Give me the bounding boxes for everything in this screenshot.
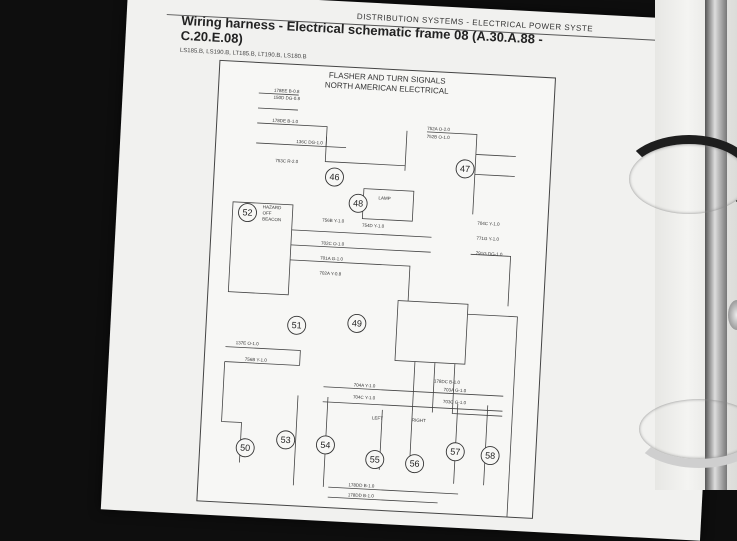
wire-label: 178EE B-0.8 bbox=[274, 88, 300, 94]
component-marker bbox=[325, 167, 344, 187]
wire-label: 137E O-1.0 bbox=[236, 340, 260, 346]
component-marker bbox=[276, 430, 296, 450]
component-marker bbox=[287, 315, 307, 335]
wire-label: 704C Y-1.0 bbox=[477, 221, 500, 227]
component-marker bbox=[445, 442, 465, 462]
component-marker bbox=[235, 438, 255, 458]
wire-label: 752B O-1.0 bbox=[427, 134, 451, 140]
wire-label: 703C G-1.0 bbox=[443, 399, 467, 405]
component-number: 48 bbox=[353, 198, 364, 209]
wire-label: 756B Y-1.0 bbox=[245, 357, 268, 363]
schematic-label: LEFT bbox=[372, 415, 383, 421]
wire-label: 771G Y-1.0 bbox=[476, 236, 499, 242]
binder-ring-top bbox=[620, 135, 737, 223]
wire-label: 702A Y-0.8 bbox=[319, 270, 342, 276]
component-marker bbox=[365, 450, 385, 470]
component-number: 55 bbox=[370, 454, 381, 465]
wire-label: 704C Y-1.0 bbox=[353, 394, 376, 400]
component-marker bbox=[455, 159, 475, 179]
wire-label: 702C O-1.0 bbox=[321, 240, 345, 246]
schematic-label: RIGHT bbox=[412, 417, 426, 423]
component-number: 54 bbox=[320, 440, 331, 451]
component-marker bbox=[347, 313, 367, 333]
model-list: LS185.B, LS190.B, LT185.B, LT190.B, LS18… bbox=[179, 47, 307, 61]
schematic-label: HAZARD bbox=[263, 204, 282, 210]
component-number: 52 bbox=[242, 207, 253, 218]
component-marker bbox=[480, 446, 500, 466]
wire-label: 178DC B-1.0 bbox=[434, 379, 461, 385]
component-marker bbox=[348, 193, 368, 213]
wire-label: 753C R-2.0 bbox=[275, 158, 299, 164]
schematic-label: LAMP bbox=[378, 195, 391, 201]
component-number: 46 bbox=[329, 172, 340, 183]
component-number: 58 bbox=[485, 450, 496, 461]
wire-label: 791G DG-1.0 bbox=[476, 251, 503, 257]
component-number: 53 bbox=[280, 435, 291, 446]
component-number: 56 bbox=[409, 458, 420, 469]
wire-label: 756B Y-1.0 bbox=[322, 217, 345, 223]
wire-label: 703A G-1.0 bbox=[443, 387, 466, 393]
component-number: 57 bbox=[450, 447, 461, 458]
component-number: 50 bbox=[240, 443, 251, 454]
wire-label: 178DD B-1.0 bbox=[348, 482, 375, 488]
manual-page: DISTRIBUTION SYSTEMS - ELECTRICAL POWER … bbox=[100, 0, 728, 541]
wire-label: 136C DG-1.0 bbox=[296, 139, 323, 145]
component-number: 49 bbox=[352, 318, 363, 329]
binder-ring-bottom bbox=[630, 390, 737, 468]
component-marker bbox=[238, 203, 257, 223]
schematic-label: BEACON bbox=[262, 216, 281, 222]
wire-label: 754D Y-1.0 bbox=[362, 223, 385, 229]
binder-ring-bar bbox=[705, 0, 727, 490]
component-marker bbox=[405, 454, 425, 474]
wire-label: 178DD B-1.0 bbox=[348, 492, 375, 498]
wire-label: 150D DG-0.8 bbox=[273, 95, 300, 101]
wire-label: 701A G-1.0 bbox=[320, 255, 343, 261]
binder-rivet bbox=[728, 300, 737, 330]
component-number: 47 bbox=[460, 164, 471, 175]
schematic-frame: FLASHER AND TURN SIGNALS NORTH AMERICAN … bbox=[196, 59, 557, 519]
wire-label: 178DE B-1.0 bbox=[272, 118, 298, 124]
component-marker bbox=[316, 435, 335, 455]
wire-label: 704A Y-1.0 bbox=[354, 382, 377, 388]
wire-label: 752A O-2.0 bbox=[427, 126, 450, 132]
schematic-label: OFF bbox=[262, 210, 271, 215]
component-number: 51 bbox=[291, 320, 302, 331]
